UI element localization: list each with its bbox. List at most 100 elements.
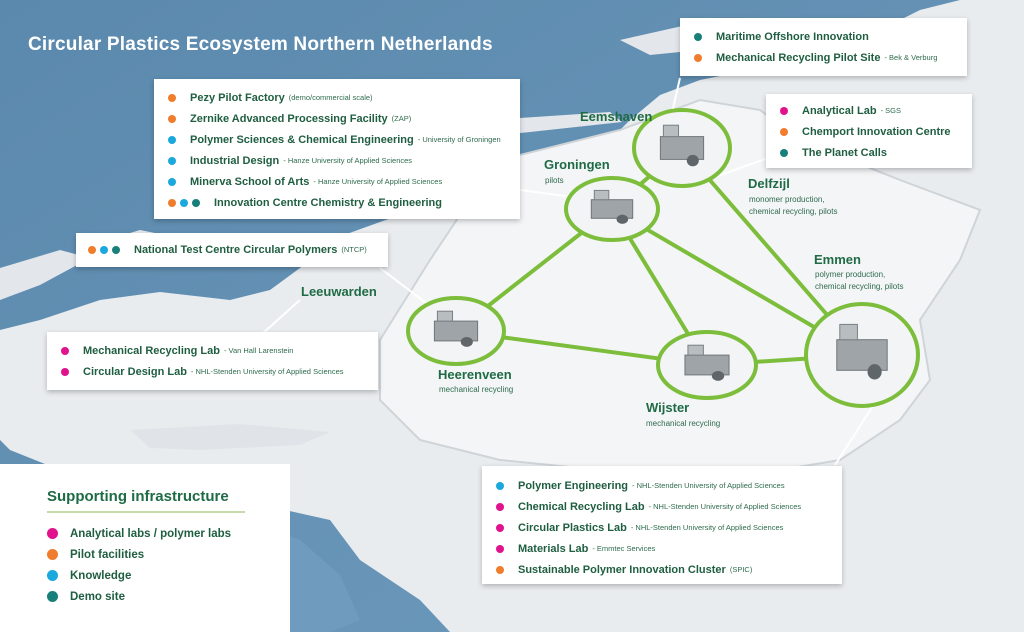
category-dots bbox=[61, 346, 73, 355]
facility-note: - University of Groningen bbox=[417, 135, 501, 144]
category-dots bbox=[496, 565, 508, 574]
facility-entry: Chemical Recycling Lab- NHL-Stenden Univ… bbox=[496, 496, 842, 517]
legend-item: Pilot facilities bbox=[47, 544, 290, 565]
category-dots bbox=[694, 53, 706, 62]
category-dots bbox=[168, 177, 180, 186]
pilot-dot-icon bbox=[168, 198, 176, 207]
pilot-dot-icon bbox=[496, 565, 504, 574]
facility-name: Zernike Advanced Processing Facility bbox=[190, 112, 388, 125]
facility-entry: Maritime Offshore Innovation bbox=[694, 26, 967, 47]
facility-name: Industrial Design bbox=[190, 154, 280, 167]
facility-entry: Polymer Engineering- NHL-Stenden Univers… bbox=[496, 475, 842, 496]
legend-title: Supporting infrastructure bbox=[47, 488, 229, 505]
pilot-dot-icon bbox=[694, 53, 702, 62]
legend-label: Knowledge bbox=[70, 569, 132, 582]
facility-name: Pezy Pilot Factory bbox=[190, 91, 285, 104]
facility-entry: Chemport Innovation Centre bbox=[780, 121, 972, 142]
city-desc-heerenveen: mechanical recycling bbox=[439, 385, 514, 394]
factory-icon bbox=[684, 344, 730, 381]
city-label-groningen: Groningen bbox=[544, 157, 610, 172]
map-title: Circular Plastics Ecosystem Northern Net… bbox=[28, 34, 493, 55]
category-dots bbox=[168, 135, 180, 144]
category-dots bbox=[780, 148, 792, 157]
facility-note: - NHL-Stenden University of Applied Scie… bbox=[648, 502, 802, 511]
facility-entry: Circular Plastics Lab- NHL-Stenden Unive… bbox=[496, 517, 842, 538]
facility-entry: Innovation Centre Chemistry & Engineerin… bbox=[168, 192, 520, 213]
node-heerenveen bbox=[406, 296, 506, 366]
knowledge-dot-icon bbox=[168, 135, 176, 144]
facility-note: (demo/commercial scale) bbox=[288, 93, 373, 102]
city-label-wijster: Wijster bbox=[646, 400, 690, 415]
category-dots bbox=[496, 502, 508, 511]
analytical-dot-icon bbox=[61, 346, 69, 355]
pilot-dot-icon bbox=[168, 93, 176, 102]
analytical-dot-icon bbox=[496, 502, 504, 511]
factory-icon bbox=[433, 310, 479, 347]
legend-label: Demo site bbox=[70, 590, 125, 603]
facility-name: Polymer Engineering bbox=[518, 479, 629, 492]
facility-note: - Hanze University of Applied Sciences bbox=[313, 177, 443, 186]
facility-note: - NHL-Stenden University of Applied Scie… bbox=[630, 523, 784, 532]
facility-note: - Hanze University of Applied Sciences bbox=[283, 156, 413, 165]
facility-entry: The Planet Calls bbox=[780, 142, 972, 163]
node-eemshaven bbox=[632, 108, 732, 188]
category-dots bbox=[168, 198, 204, 207]
facility-name: Minerva School of Arts bbox=[190, 175, 310, 188]
facility-entry: Pezy Pilot Factory(demo/commercial scale… bbox=[168, 87, 520, 108]
category-dots bbox=[694, 32, 706, 41]
facility-name: Circular Plastics Lab bbox=[518, 521, 627, 534]
facility-name: Circular Design Lab bbox=[83, 365, 187, 378]
factory-icon bbox=[836, 323, 888, 380]
category-dots bbox=[496, 481, 508, 490]
category-dots bbox=[168, 93, 180, 102]
info-box-ntcp: National Test Centre Circular Polymers(N… bbox=[76, 233, 388, 267]
category-dots bbox=[61, 367, 73, 376]
city-desc-emmen: polymer production, chemical recycling, … bbox=[815, 270, 904, 291]
pilot-dot-icon bbox=[780, 127, 788, 136]
category-dots bbox=[780, 127, 792, 136]
facility-name: Sustainable Polymer Innovation Cluster bbox=[518, 563, 726, 576]
legend-panel: Supporting infrastructure Analytical lab… bbox=[0, 464, 290, 632]
facility-note: - Bek & Verburg bbox=[884, 53, 938, 62]
facility-note: - Van Hall Larenstein bbox=[223, 346, 294, 355]
knowledge-dot-icon bbox=[168, 156, 176, 165]
node-groningen bbox=[564, 176, 660, 242]
analytical-dot-icon bbox=[496, 544, 504, 553]
analytical-dot-icon bbox=[47, 528, 58, 539]
facility-name: Innovation Centre Chemistry & Engineerin… bbox=[214, 196, 442, 209]
category-dots bbox=[496, 544, 508, 553]
city-label-leeuwarden: Leeuwarden bbox=[301, 284, 377, 299]
demo-dot-icon bbox=[47, 591, 58, 602]
demo-dot-icon bbox=[112, 245, 120, 254]
legend-divider bbox=[47, 511, 245, 513]
knowledge-dot-icon bbox=[180, 198, 188, 207]
city-desc-groningen: pilots bbox=[545, 176, 564, 185]
facility-name: Chemport Innovation Centre bbox=[802, 125, 951, 138]
facility-note: - NHL-Stenden University of Applied Scie… bbox=[632, 481, 785, 490]
city-label-heerenveen: Heerenveen bbox=[438, 367, 512, 382]
facility-note: (NTCP) bbox=[341, 245, 367, 254]
city-desc-wijster: mechanical recycling bbox=[646, 419, 721, 428]
analytical-dot-icon bbox=[496, 523, 504, 532]
node-wijster bbox=[656, 330, 758, 400]
category-dots bbox=[780, 106, 792, 115]
knowledge-dot-icon bbox=[168, 177, 176, 186]
demo-dot-icon bbox=[192, 198, 200, 207]
city-label-emmen: Emmen bbox=[814, 252, 861, 267]
factory-icon bbox=[590, 189, 634, 224]
facility-name: Mechanical Recycling Lab bbox=[83, 344, 220, 357]
facility-entry: Industrial Design- Hanze University of A… bbox=[168, 150, 520, 171]
legend-label: Pilot facilities bbox=[70, 548, 145, 561]
info-box-emmen: Polymer Engineering- NHL-Stenden Univers… bbox=[482, 466, 842, 584]
city-label-delfzijl: Delfzijl bbox=[748, 176, 790, 191]
category-dots bbox=[168, 114, 180, 123]
leader-line-delfzijl bbox=[711, 157, 769, 179]
facility-entry: Materials Lab- Emmtec Services bbox=[496, 538, 842, 559]
network-nodes bbox=[406, 108, 920, 408]
city-desc-delfzijl: monomer production, chemical recycling, … bbox=[749, 195, 838, 216]
facility-name: The Planet Calls bbox=[802, 146, 887, 159]
info-box-leeuwarden: Mechanical Recycling Lab- Van Hall Laren… bbox=[47, 332, 378, 390]
pilot-dot-icon bbox=[88, 245, 96, 254]
